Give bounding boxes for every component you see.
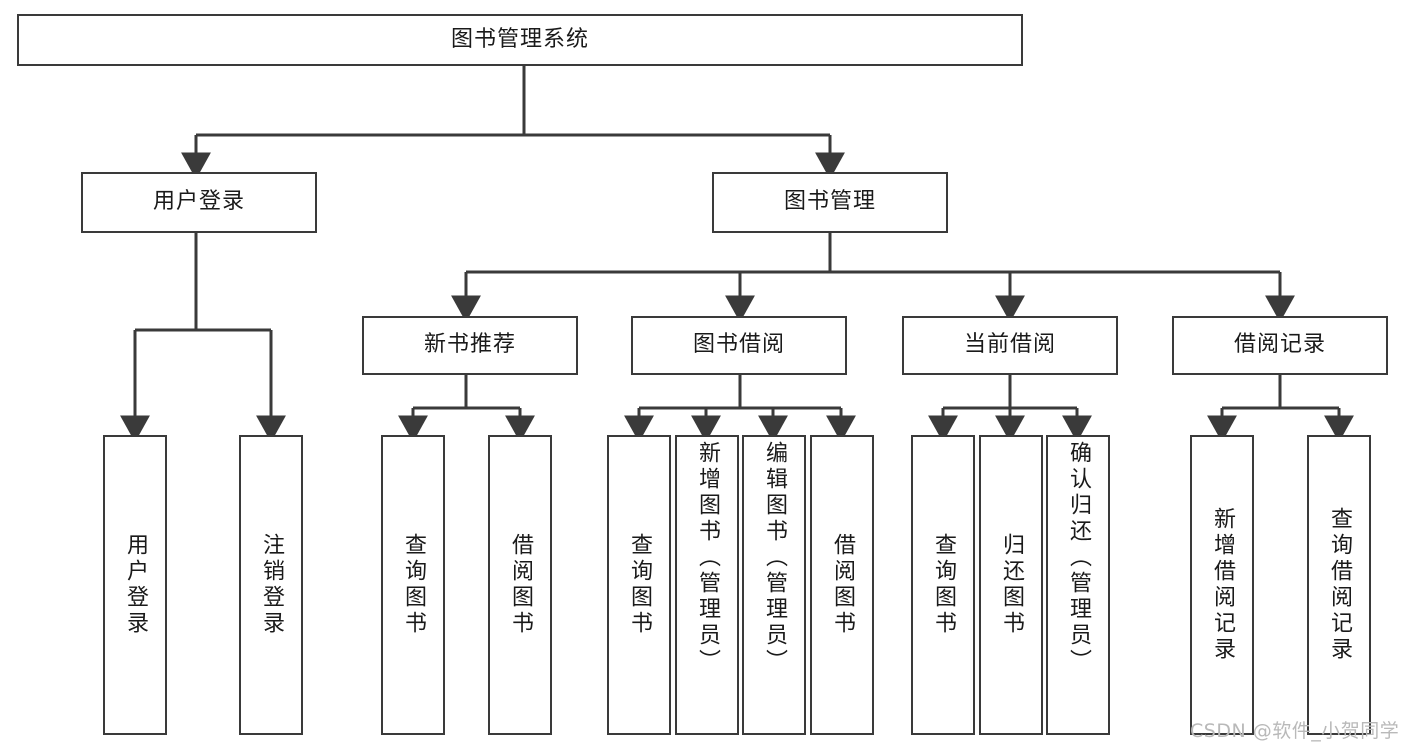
leaf-label: 借阅图书 [830, 533, 855, 637]
leaf-current-borrow-2[interactable]: 确认归还（管理员） [1046, 435, 1110, 735]
node-book-borrow[interactable]: 图书借阅 [631, 316, 847, 375]
leaf-label: 新增图书（管理员） [695, 441, 720, 675]
leaf-label: 查询借阅记录 [1327, 507, 1352, 663]
leaf-label: 新增借阅记录 [1210, 507, 1235, 663]
leaf-label: 借阅图书 [508, 533, 533, 637]
leaf-user-login-1[interactable]: 注销登录 [239, 435, 303, 735]
node-new-book-recommend-label: 新书推荐 [423, 332, 516, 358]
node-borrow-record-label: 借阅记录 [1233, 332, 1326, 358]
leaf-label: 注销登录 [259, 533, 284, 637]
leaf-borrow-record-1[interactable]: 查询借阅记录 [1307, 435, 1371, 735]
leaf-book-borrow-1[interactable]: 新增图书（管理员） [675, 435, 739, 735]
leaf-label: 用户登录 [123, 533, 148, 637]
leaf-label: 编辑图书（管理员） [762, 441, 787, 675]
leaf-current-borrow-1[interactable]: 归还图书 [979, 435, 1043, 735]
leaf-current-borrow-0[interactable]: 查询图书 [911, 435, 975, 735]
node-book-borrow-label: 图书借阅 [692, 332, 785, 358]
leaf-book-borrow-0[interactable]: 查询图书 [607, 435, 671, 735]
node-borrow-record[interactable]: 借阅记录 [1172, 316, 1388, 375]
leaf-label: 查询图书 [401, 533, 426, 637]
leaf-new-book-recommend-0[interactable]: 查询图书 [381, 435, 445, 735]
csdn-watermark: CSDN @软件_小贺同学 [1190, 720, 1400, 742]
leaf-label: 查询图书 [627, 533, 652, 637]
node-current-borrow[interactable]: 当前借阅 [902, 316, 1118, 375]
leaf-label: 查询图书 [931, 533, 956, 637]
leaf-book-borrow-2[interactable]: 编辑图书（管理员） [742, 435, 806, 735]
leaf-book-borrow-3[interactable]: 借阅图书 [810, 435, 874, 735]
node-new-book-recommend[interactable]: 新书推荐 [362, 316, 578, 375]
node-root-label: 图书管理系统 [450, 26, 589, 52]
leaf-borrow-record-0[interactable]: 新增借阅记录 [1190, 435, 1254, 735]
leaf-label: 确认归还（管理员） [1066, 441, 1091, 675]
node-user-login[interactable]: 用户登录 [81, 172, 317, 233]
node-book-manage-label: 图书管理 [783, 189, 876, 215]
leaf-label: 归还图书 [999, 533, 1024, 637]
node-root[interactable]: 图书管理系统 [17, 14, 1023, 66]
leaf-new-book-recommend-1[interactable]: 借阅图书 [488, 435, 552, 735]
node-book-manage[interactable]: 图书管理 [712, 172, 948, 233]
node-user-login-label: 用户登录 [152, 189, 245, 215]
leaf-user-login-0[interactable]: 用户登录 [103, 435, 167, 735]
node-current-borrow-label: 当前借阅 [963, 332, 1056, 358]
